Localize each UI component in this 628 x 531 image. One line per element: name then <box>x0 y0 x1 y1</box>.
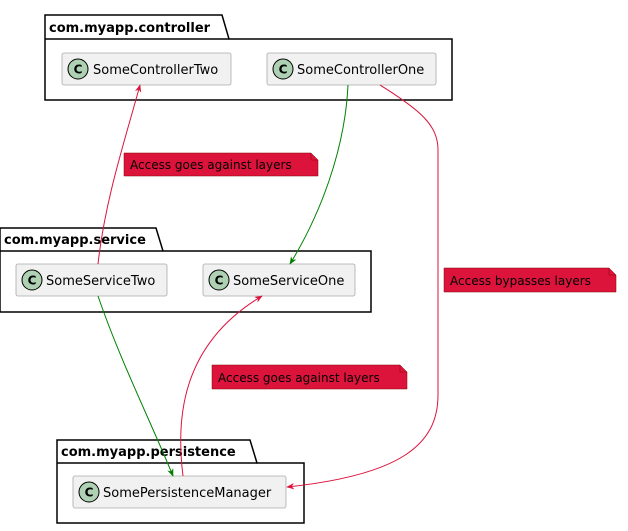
class-icon <box>208 269 230 291</box>
arrow-service-two-to-persistence <box>97 295 174 477</box>
arrow-controller-one-to-persistence <box>286 84 439 490</box>
class-label: SomeServiceTwo <box>46 274 155 289</box>
class-icon-letter: C <box>215 274 224 288</box>
note-against-layers-top: Access goes against layers <box>123 152 319 177</box>
note-against-layers-bottom: Access goes against layers <box>211 364 408 390</box>
class-icon <box>67 58 89 80</box>
class-label: SomeControllerOne <box>297 63 424 78</box>
class-label: SomeControllerTwo <box>93 63 218 78</box>
class-some-persistence-manager[interactable]: C SomePersistenceManager <box>72 475 287 509</box>
class-icon <box>272 58 294 80</box>
class-some-controller-two[interactable]: C SomeControllerTwo <box>61 52 232 86</box>
class-label: SomeServiceOne <box>233 274 344 289</box>
class-icon-letter: C <box>28 274 37 288</box>
class-icon <box>78 481 100 503</box>
note-bypasses-layers: Access bypasses layers <box>443 267 617 293</box>
package-title-service: com.myapp.service <box>4 233 146 248</box>
note-text: Access goes against layers <box>218 371 380 385</box>
arrow-service-two-to-controller-two <box>97 84 142 265</box>
arrow-persistence-to-service-one <box>180 295 263 477</box>
note-text: Access goes against layers <box>130 158 292 172</box>
class-icon-letter: C <box>279 63 288 77</box>
package-title-persistence: com.myapp.persistence <box>61 445 236 460</box>
class-some-service-one[interactable]: C SomeServiceOne <box>202 263 356 297</box>
class-icon-letter: C <box>85 486 94 500</box>
class-icon <box>21 269 43 291</box>
arrow-controller-one-to-service-one <box>289 84 349 265</box>
class-some-controller-one[interactable]: C SomeControllerOne <box>266 52 437 86</box>
class-label: SomePersistenceManager <box>103 486 272 501</box>
class-icon-letter: C <box>74 63 83 77</box>
note-text: Access bypasses layers <box>450 274 591 288</box>
package-title-controller: com.myapp.controller <box>49 21 211 36</box>
class-some-service-two[interactable]: C SomeServiceTwo <box>15 263 168 297</box>
